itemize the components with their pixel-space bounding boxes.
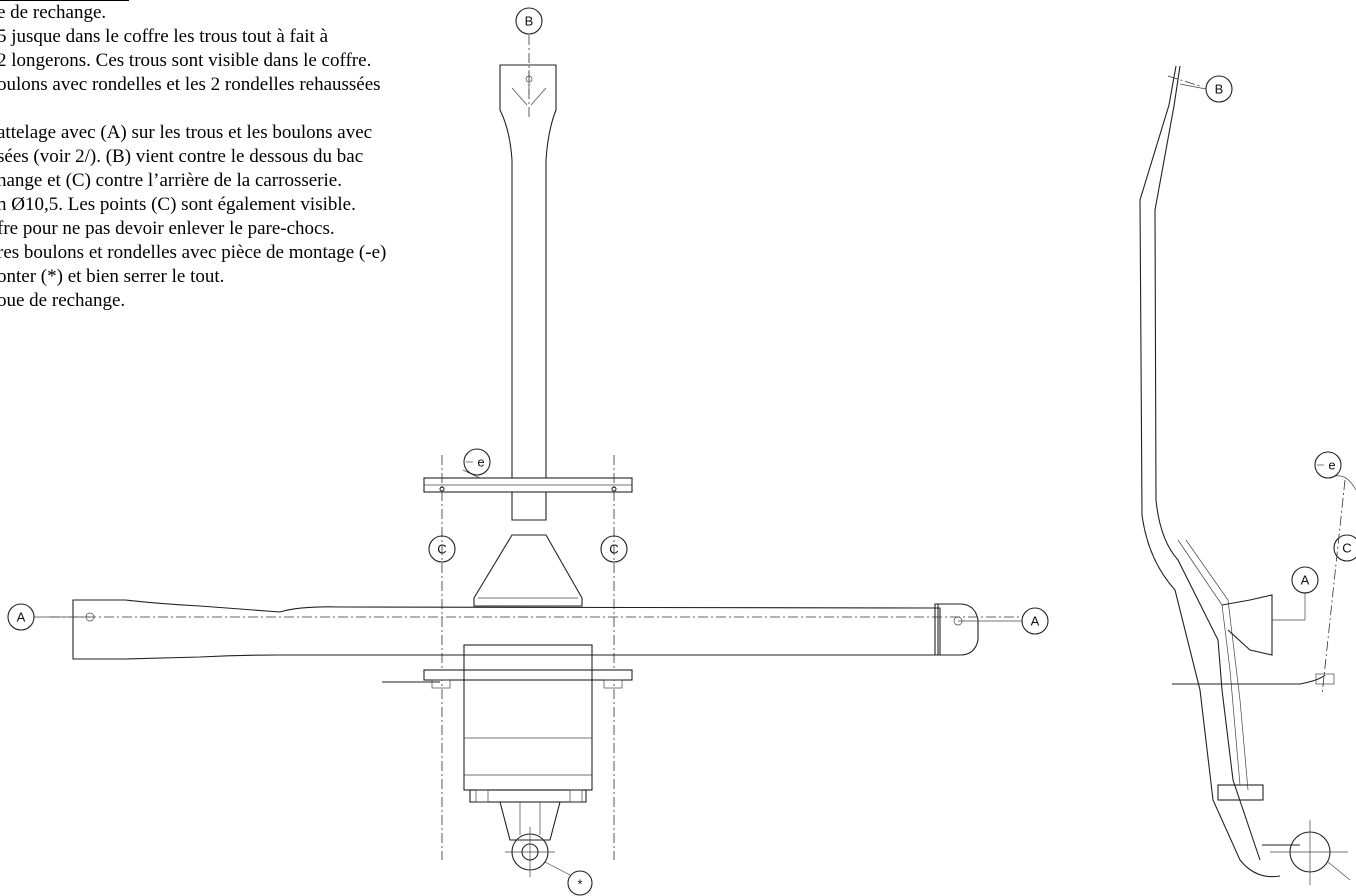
svg-text:e: e (1328, 458, 1335, 473)
front-view: B e C C A A * (7, 7, 1049, 896)
main-beam (50, 599, 1020, 660)
callout-a-right: A (958, 607, 1049, 635)
upper-bracket (423, 477, 633, 493)
callout-c-left: C (428, 535, 456, 563)
instruction-line: e de rechange. (0, 0, 129, 25)
svg-text:C: C (1342, 541, 1351, 556)
instruction-line: sées (voir 2/). (B) vient contre le dess… (0, 146, 364, 167)
vertical-arm (499, 35, 557, 521)
callout-c-side: C (1333, 534, 1356, 562)
lower-bracket (382, 669, 633, 689)
instruction-line: res boulons et rondelles avec pièce de m… (0, 242, 387, 263)
callout-b-front: B (515, 7, 543, 35)
instructions-text: e de rechange. 5 jusque dans le coffre l… (0, 0, 497, 313)
instruction-line: 2 longerons. Ces trous sont visible dans… (0, 50, 372, 71)
svg-text:A: A (1301, 573, 1310, 588)
instruction-line: oulons avec rondelles et les 2 rondelles… (0, 74, 381, 95)
instruction-line: attelage avec (A) sur les trous et les b… (0, 122, 373, 143)
side-view: B e A C (1139, 65, 1356, 885)
callout-a-side: A (1291, 566, 1319, 594)
svg-text:A: A (1031, 614, 1040, 629)
callout-b-side: B (1179, 75, 1233, 103)
svg-text:B: B (525, 14, 534, 29)
instruction-line: onter (*) et bien serrer le tout. (0, 266, 225, 287)
receiver-housing (463, 644, 593, 877)
callout-e-side: e (1314, 451, 1342, 479)
funnel-mount (473, 534, 583, 607)
callout-star: * (567, 870, 593, 896)
instruction-line: n Ø10,5. Les points (C) sont également v… (0, 194, 356, 215)
svg-text:B: B (1215, 82, 1224, 97)
callout-c-right: C (600, 535, 628, 563)
callout-e-front: e (462, 448, 491, 479)
svg-text:C: C (609, 542, 618, 557)
instruction-line: 5 jusque dans le coffre les trous tout à… (0, 26, 328, 47)
callout-a-left: A (7, 603, 90, 631)
instruction-line: fre pour ne pas devoir enlever le pare-c… (0, 218, 335, 239)
svg-text:*: * (577, 877, 582, 892)
instruction-line: oue de rechange. (0, 290, 126, 311)
svg-text:A: A (17, 610, 26, 625)
svg-text:C: C (437, 542, 446, 557)
instruction-line: hange et (C) contre l’arrière de la carr… (0, 170, 342, 191)
svg-text:e: e (477, 455, 484, 470)
